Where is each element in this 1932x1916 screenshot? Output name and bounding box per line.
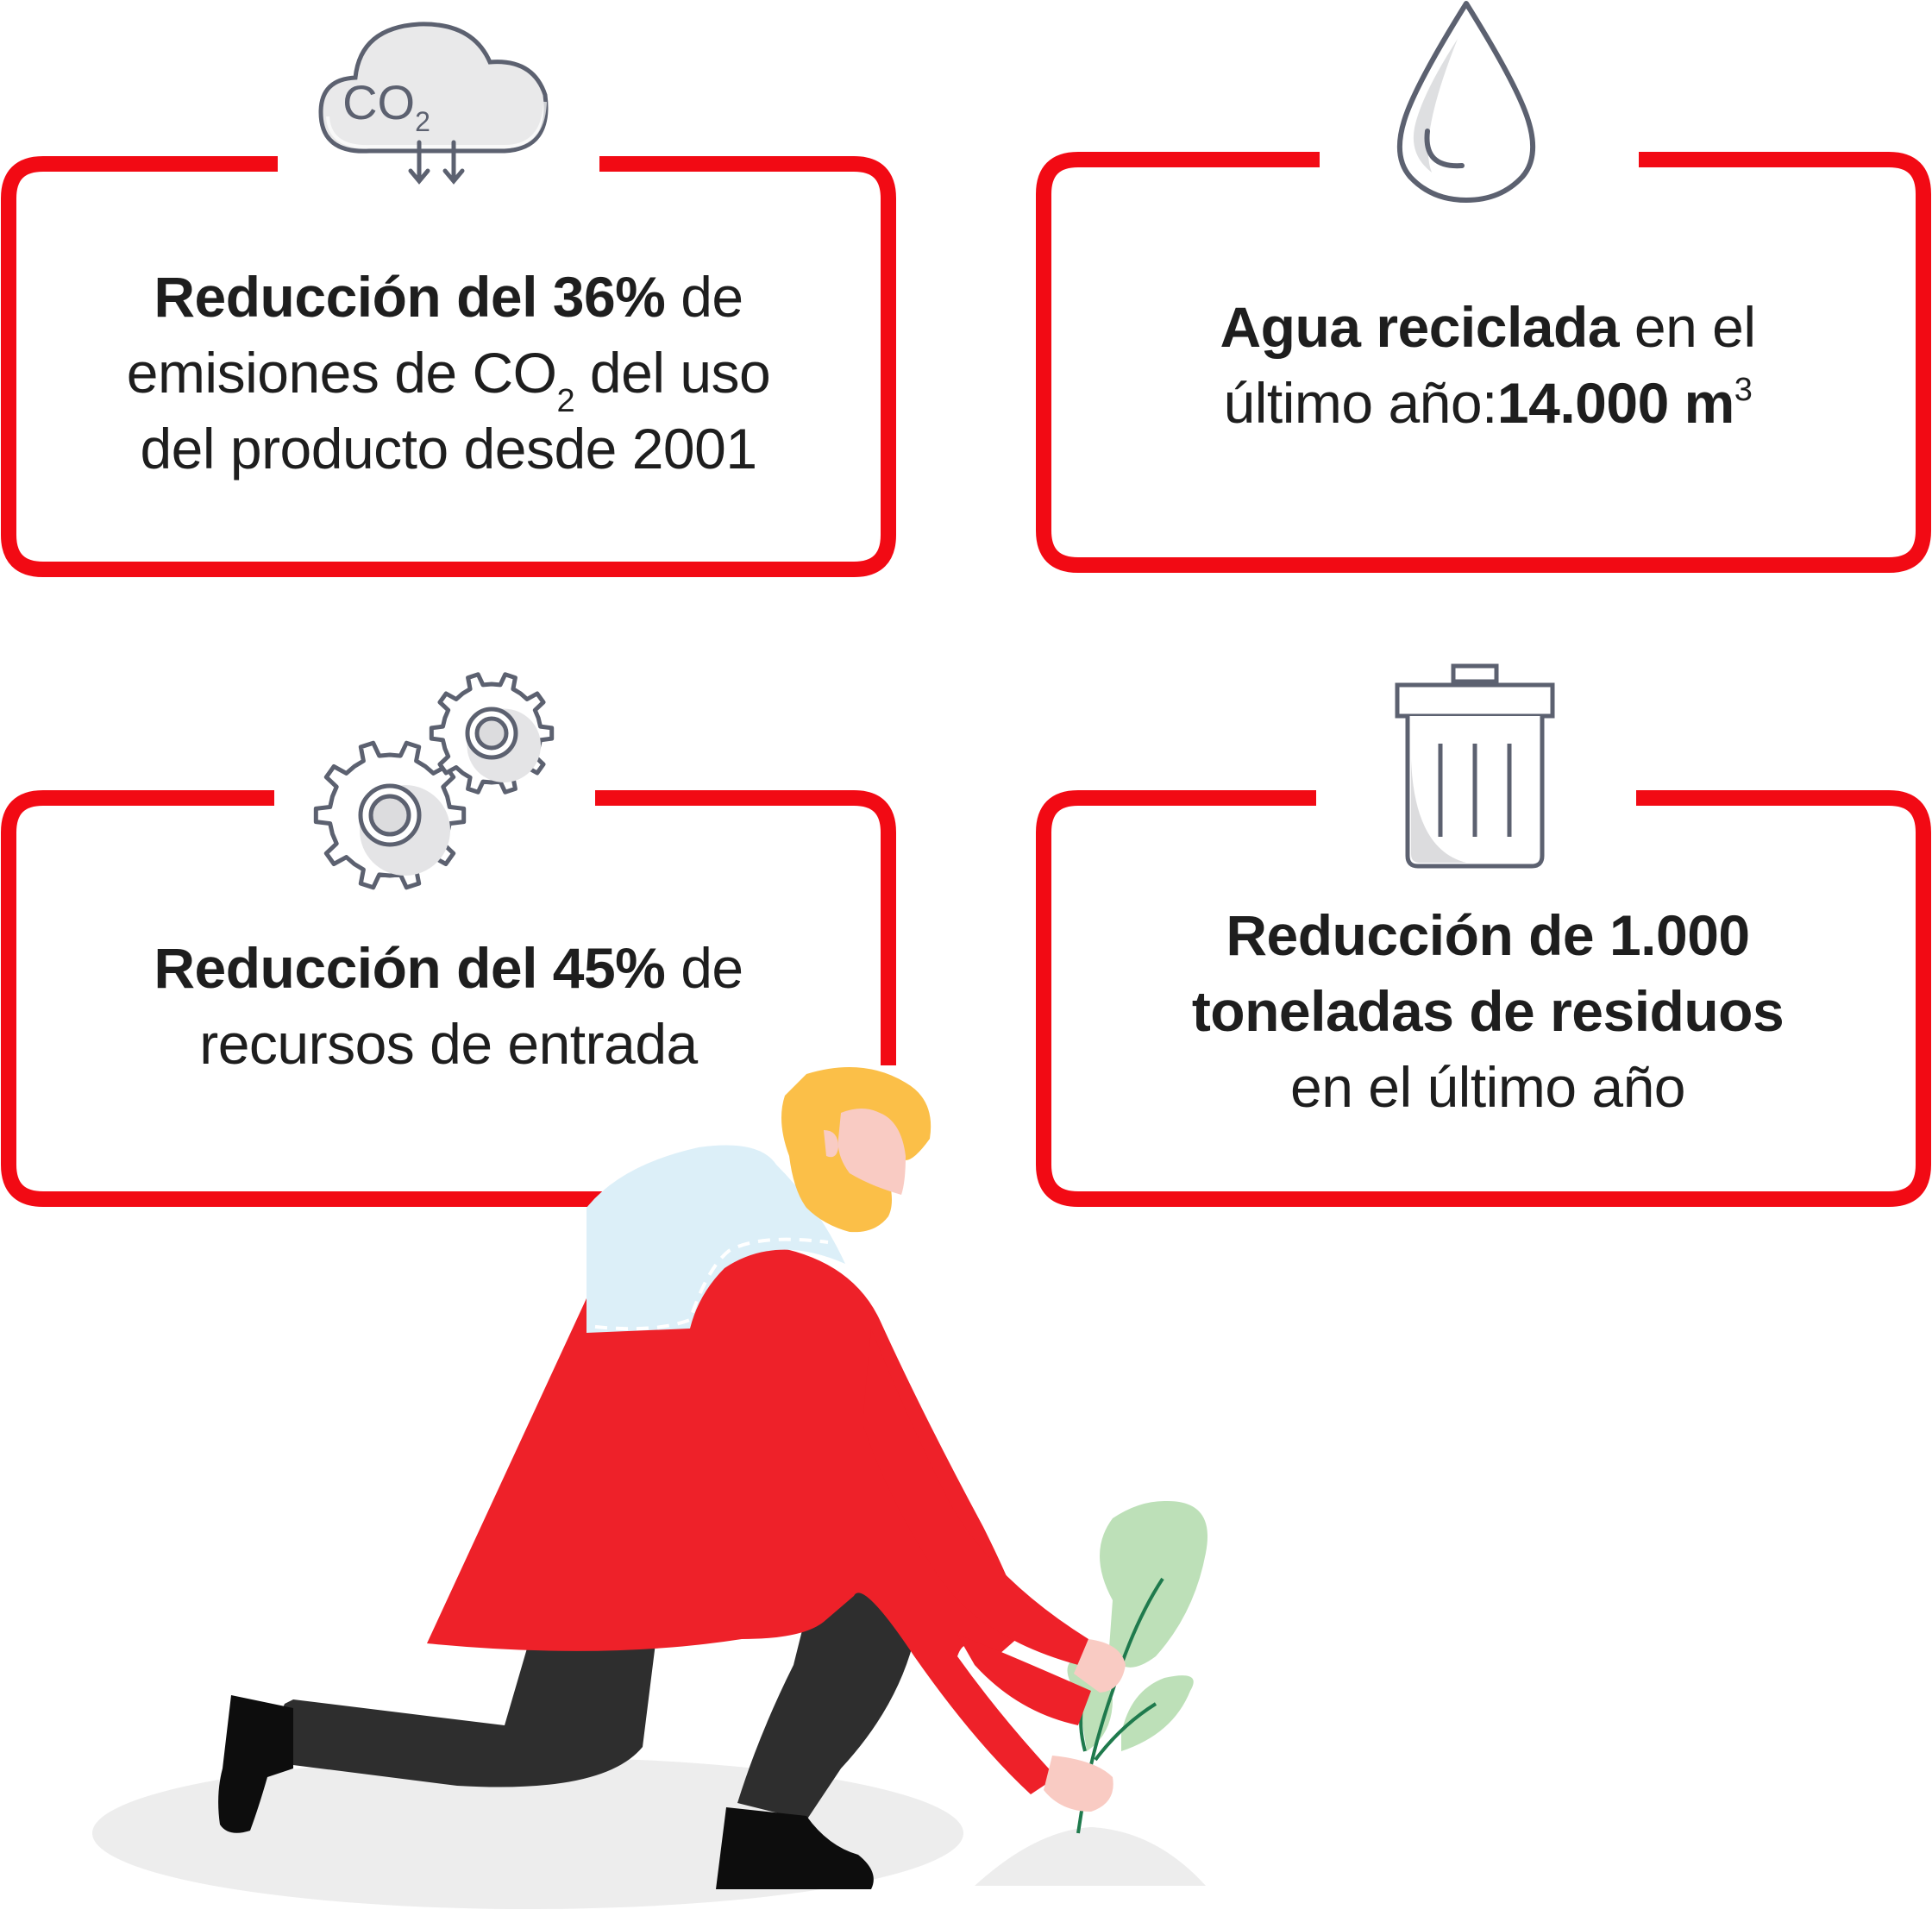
- water-drop-icon: [1396, 1, 1536, 203]
- co2-icon-label: CO2: [342, 75, 430, 137]
- gear-hub-ring: [368, 794, 411, 837]
- card-frame-water: [1036, 152, 1931, 573]
- card-water-highlight: Agua reciclada: [1220, 295, 1620, 359]
- card-frame-waste: [1036, 790, 1931, 1207]
- gears-icon: [313, 672, 555, 890]
- card-frame-co2: [1, 156, 896, 577]
- soil-mound: [975, 1827, 1206, 1886]
- card-co2-text: Reducción del 36% de emisiones de CO2 de…: [126, 265, 771, 481]
- gear-hub-ring: [474, 716, 509, 751]
- card-co2-highlight: Reducción del 36%: [154, 265, 666, 329]
- card-frame-resources: [1, 790, 604, 1207]
- card-waste-highlight-1: Reducción de 1.000: [1226, 903, 1750, 967]
- gear-large: [313, 740, 467, 890]
- co2-cloud-icon: CO2: [318, 22, 549, 185]
- trash-can-icon: [1395, 663, 1555, 869]
- card-waste-text: Reducción de 1.000 toneladas de residuos…: [1191, 903, 1785, 1119]
- gear-small: [429, 672, 555, 795]
- card-waste-highlight-2: toneladas de residuos: [1191, 979, 1785, 1043]
- card-water-text: Agua reciclada en el último año:14.000 m…: [1220, 295, 1756, 435]
- kneeling-person-illustration: [92, 1067, 1208, 1909]
- card-resources-text: Reducción del 45% de recursos de entrada: [154, 936, 743, 1076]
- card-frame-resources-right: [595, 790, 896, 1065]
- card-resources-highlight: Reducción del 45%: [154, 936, 666, 1000]
